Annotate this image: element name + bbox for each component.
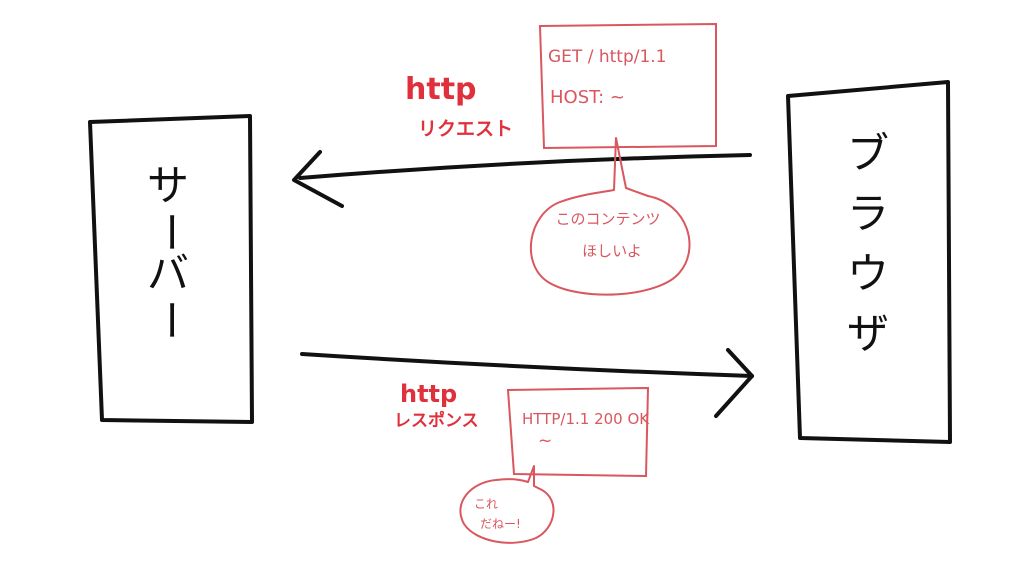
server-node: サ ー バ ー [88, 114, 254, 424]
browser-label: ブ ラ ウ ザ [847, 129, 889, 358]
response-arrow [300, 348, 754, 418]
request-bubble-line1: このコンテンツ [555, 210, 660, 228]
response-box-line2: ~ [538, 431, 552, 451]
request-label: http リクエスト [405, 72, 513, 140]
server-box [88, 114, 254, 424]
response-bubble-line2: だねー! [480, 517, 521, 531]
response-box-line1: HTTP/1.1 200 OK [522, 410, 650, 428]
server-label-char-1: サ [147, 161, 189, 210]
browser-node: ブ ラ ウ ザ [786, 80, 952, 444]
browser-label-char-4: ザ [847, 309, 889, 358]
server-label-char-3: バ [147, 249, 189, 298]
browser-label-char-2: ラ [847, 189, 889, 238]
response-bubble-line1: これ [474, 497, 498, 511]
server-label-char-2: ー [146, 211, 195, 253]
request-bubble-line2: ほしいよ [582, 242, 642, 260]
response-label: http レスポンス [394, 380, 479, 431]
response-header-box: HTTP/1.1 200 OK ~ [506, 386, 650, 478]
browser-box [786, 80, 952, 444]
request-arrow [292, 150, 752, 208]
request-label-line1: http [405, 72, 477, 107]
server-label: サ ー バ ー [146, 161, 195, 341]
request-box-line2: HOST: ~ [550, 87, 625, 108]
browser-label-char-1: ブ [847, 129, 889, 178]
browser-label-char-3: ウ [847, 249, 889, 298]
response-label-line1: http [400, 380, 457, 408]
server-label-char-4: ー [146, 299, 195, 341]
response-bubble: これ だねー! [459, 465, 555, 544]
request-header-box: GET / http/1.1 HOST: ~ [538, 22, 717, 150]
request-box-line1: GET / http/1.1 [548, 47, 667, 67]
request-label-line2: リクエスト [418, 118, 513, 140]
request-bubble: このコンテンツ ほしいよ [530, 137, 691, 296]
response-label-line2: レスポンス [394, 410, 479, 431]
